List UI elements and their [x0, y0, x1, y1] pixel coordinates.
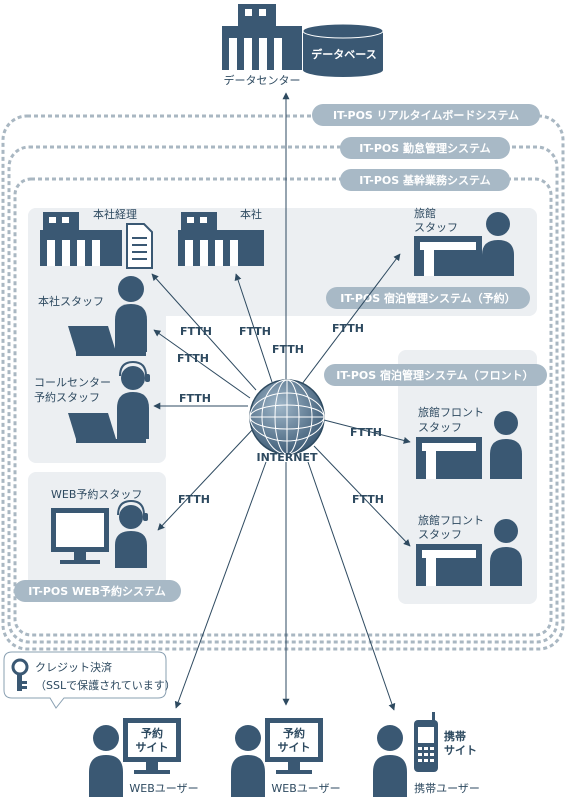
web-user2-site-line1: 予約 [283, 726, 305, 740]
hq-staff-label: 本社スタッフ [38, 294, 104, 308]
web-user1-label: WEBユーザー [129, 782, 198, 795]
web-user2-label: WEBユーザー [271, 782, 340, 795]
mobile-phone-icon [414, 712, 438, 772]
front2-counter-icon [416, 544, 482, 586]
credit-title: クレジット決済 [35, 660, 112, 674]
ftth-label-hq-accounting: FTTH [180, 325, 212, 338]
hq-accounting-building-icon [40, 212, 122, 266]
attendance-pill: IT-POS 勤怠管理システム [340, 137, 510, 159]
realtime-boundary [1, 114, 565, 651]
callcenter-headset-person-icon [117, 360, 150, 439]
document-icon [126, 223, 153, 269]
mobile-user-person-icon [373, 725, 407, 797]
credit-callout [3, 651, 167, 709]
connection-arrows [151, 92, 411, 711]
arrow-to-web-user1 [174, 461, 267, 709]
front1-person-icon [490, 411, 522, 479]
web-user1-site-line2: サイト [136, 741, 169, 754]
hq-staff-person-icon [115, 276, 147, 352]
web-user1-monitor-icon [123, 718, 181, 774]
arrow-to-web-staff [157, 427, 255, 531]
ryokan-staff-label-1: 旅館 [414, 206, 436, 220]
arrow-to-mobile-user [307, 461, 396, 711]
front2-label-2: スタッフ [418, 528, 462, 541]
ryokan-counter-icon [414, 236, 482, 276]
web-user1-site-line1: 予約 [141, 726, 163, 740]
web-reserve-pill: IT-POS WEB予約システム [14, 580, 181, 602]
front1-label-1: 旅館フロント [418, 405, 484, 419]
web-user2-monitor-icon [265, 718, 323, 774]
callcenter-label-1: コールセンター [34, 376, 111, 389]
datacenter-building-icon [222, 4, 302, 70]
mobile-site-line1: 携帯 [444, 729, 466, 743]
svg-text:IT-POS 基幹業務システム: IT-POS 基幹業務システム [359, 173, 490, 187]
mobile-site-line2: サイト [444, 744, 477, 757]
hq-staff-laptop-icon [68, 326, 146, 356]
svg-text:IT-POS 宿泊管理システム（予約）: IT-POS 宿泊管理システム（予約） [340, 291, 515, 305]
arrow-to-hq-accounting [151, 273, 257, 391]
svg-text:IT-POS リアルタイムボードシステム: IT-POS リアルタイムボードシステム [333, 108, 519, 122]
web-staff-monitor-icon [51, 508, 109, 564]
core-boundary [13, 177, 553, 637]
ftth-label-front1: FTTH [350, 426, 382, 439]
front2-person-icon [490, 519, 522, 586]
mobile-user-label: 携帯ユーザー [414, 781, 480, 795]
arrow-to-front1 [323, 419, 411, 444]
svg-text:IT-POS WEB予約システム: IT-POS WEB予約システム [28, 584, 165, 598]
callcenter-laptop-icon [68, 413, 146, 443]
front2-label-1: 旅館フロント [418, 513, 484, 527]
ryokan-staff-label-2: スタッフ [414, 221, 458, 234]
ryokan-staff-person-icon [482, 212, 514, 276]
internet-label: INTERNET [256, 451, 318, 464]
lodging-reserve-pill: IT-POS 宿泊管理システム（予約） [326, 287, 530, 309]
web-user1-person-icon [89, 725, 123, 797]
web-staff-headset-person-icon [115, 499, 148, 568]
core-pill: IT-POS 基幹業務システム [340, 169, 510, 191]
attendance-boundary [7, 145, 559, 644]
arrow-to-front2 [313, 445, 411, 547]
hq-label: 本社 [240, 207, 262, 221]
ftth-label-hq-staff: FTTH [177, 352, 209, 365]
web-user2-person-icon [231, 725, 265, 797]
web-staff-label: WEB予約スタッフ [51, 487, 142, 501]
arrow-to-hq-staff [153, 329, 251, 399]
key-icon [11, 658, 29, 691]
svg-text:IT-POS 勤怠管理システム: IT-POS 勤怠管理システム [359, 141, 490, 155]
web-user2-site-line2: サイト [278, 741, 311, 754]
hq-building-icon [178, 212, 264, 266]
ftth-label-front2: FTTH [352, 493, 384, 506]
ftth-label-hq: FTTH [239, 325, 271, 338]
ftth-label-callcenter: FTTH [179, 392, 211, 405]
arrow-to-ryokan [301, 253, 401, 385]
credit-note: （SSLで保護されています） [35, 678, 176, 692]
realtime-pill: IT-POS リアルタイムボードシステム [312, 104, 540, 126]
lodging-front-pill: IT-POS 宿泊管理システム（フロント） [324, 364, 547, 386]
ftth-label-ryokan: FTTH [332, 322, 364, 335]
arrow-to-hq [234, 273, 273, 383]
database-label: データベース [311, 47, 376, 61]
globe-icon [249, 379, 325, 455]
datacenter-label: データセンター [224, 73, 301, 87]
ftth-label-web-staff: FTTH [178, 493, 210, 506]
svg-text:IT-POS 宿泊管理システム（フロント）: IT-POS 宿泊管理システム（フロント） [336, 368, 533, 382]
database-icon [302, 23, 384, 77]
callcenter-label-2: 予約スタッフ [34, 390, 100, 404]
front1-label-2: スタッフ [418, 421, 462, 434]
ftth-label-datacenter: FTTH [272, 343, 304, 356]
hq-accounting-label: 本社経理 [93, 207, 137, 221]
front1-counter-icon [416, 437, 482, 479]
